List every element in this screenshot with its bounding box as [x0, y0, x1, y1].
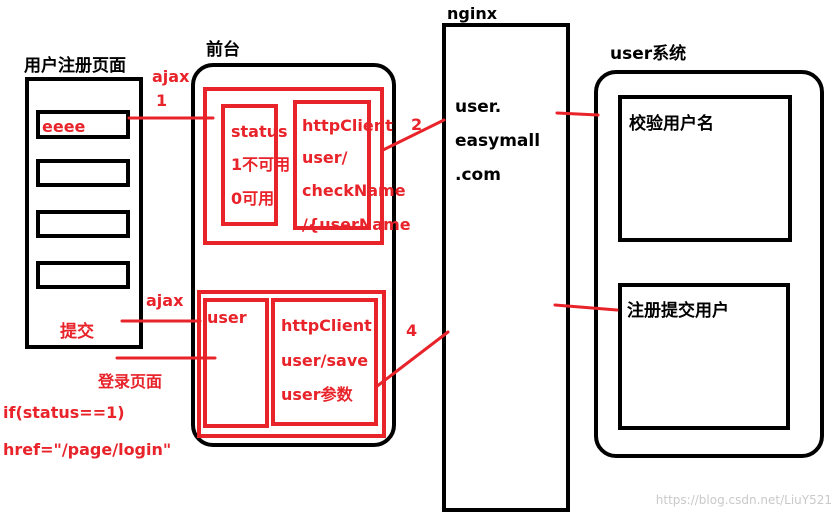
form-field-4 [36, 261, 130, 289]
user-entity-box [203, 298, 269, 428]
user-entity-title: user [207, 308, 247, 327]
nginx-host-line1: user. [455, 97, 501, 117]
nginx-box [442, 23, 570, 512]
nginx-host-line2: easymall [455, 131, 540, 151]
connector-check-to-nginx [381, 118, 446, 152]
form-field-3 [36, 210, 130, 238]
status-available: 0可用 [231, 189, 274, 208]
status-title: status [231, 122, 288, 141]
ajax-submit-label: ajax [146, 291, 184, 310]
check-path-line3: /{userName [302, 215, 411, 234]
check-http-title: httpClient [302, 116, 393, 135]
ajax-step-1: 1 [156, 91, 167, 110]
step-4-label: 4 [406, 321, 417, 340]
check-username-label: 校验用户名 [629, 113, 714, 134]
status-box [221, 104, 278, 226]
check-path-line2: checkName [302, 181, 406, 200]
watermark: https://blog.csdn.net/LiuY521 [656, 493, 832, 507]
user-system-title: user系统 [610, 43, 686, 64]
check-path-line1: user/ [302, 148, 348, 167]
save-http-box [271, 298, 378, 426]
check-section-box [203, 87, 384, 245]
status-condition: if(status==1) [3, 403, 125, 422]
save-http-title: httpClient [281, 316, 372, 335]
nginx-host-line3: .com [455, 165, 501, 185]
save-section-box [197, 290, 386, 438]
form-field-2 [36, 159, 130, 187]
login-href: href="/page/login" [3, 440, 171, 459]
connectors [115, 111, 619, 389]
connector-save-to-nginx [374, 330, 450, 389]
user-system-box [594, 70, 824, 458]
save-params: user参数 [281, 385, 354, 404]
register-page-box [25, 77, 143, 349]
register-user-box [618, 283, 790, 430]
username-field [36, 110, 130, 139]
connector-nginx-to-check [555, 111, 600, 117]
submit-label: 提交 [60, 321, 94, 342]
login-page-label: 登录页面 [97, 372, 162, 391]
connector-nginx-to-register [553, 303, 619, 312]
username-value: eeee [42, 117, 86, 136]
ajax-check-label: ajax [152, 67, 190, 86]
frontend-title: 前台 [206, 39, 240, 60]
save-path: user/save [281, 351, 368, 370]
nginx-title: nginx [447, 4, 498, 23]
status-unavailable: 1不可用 [231, 155, 290, 174]
step-2-label: 2 [411, 115, 422, 134]
frontend-box [191, 63, 396, 447]
register-page-title: 用户注册页面 [24, 55, 126, 76]
check-username-box [618, 95, 792, 242]
register-user-label: 注册提交用户 [627, 300, 729, 321]
check-http-box [293, 100, 371, 230]
